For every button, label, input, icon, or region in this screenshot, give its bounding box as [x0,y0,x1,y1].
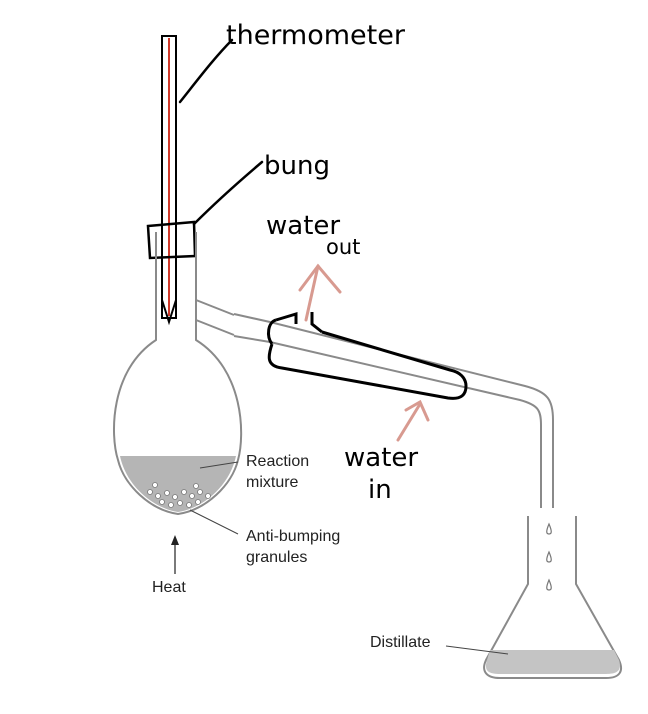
water-in-arrow [396,399,430,442]
anti-bumping-label-line2: granules [246,549,307,566]
thermometer [161,35,177,326]
condenser-water-jacket [267,311,468,400]
side-arm [195,299,271,343]
anti-bumping-label-line1: Anti-bumping [246,528,340,545]
heat-arrow [171,535,179,574]
label-leader-lines [189,461,509,655]
distillate-label: Distillate [370,634,431,651]
reaction-label-line2: mixture [246,474,299,491]
handwritten-pointers [178,38,264,226]
heat-label: Heat [152,579,186,596]
water-out-label-line1: water [266,211,340,241]
distillate-drops [546,522,552,591]
water-out-label-line2: out [326,235,360,259]
water-out-arrow [298,263,342,322]
round-bottom-flask [112,232,243,516]
water-in-label-line1: water [344,443,418,473]
condenser-inner-tube [269,321,554,508]
distillate-liquid [485,650,620,674]
anti-bumping-granules [147,482,211,508]
thermometer-bulb [161,299,177,326]
reaction-label-line1: Reaction [246,453,309,470]
bung-handwritten-label: bung [264,151,330,181]
conical-flask [483,516,623,679]
thermometer-handwritten-label: thermometer [226,20,406,51]
water-in-label-line2: in [368,475,392,505]
